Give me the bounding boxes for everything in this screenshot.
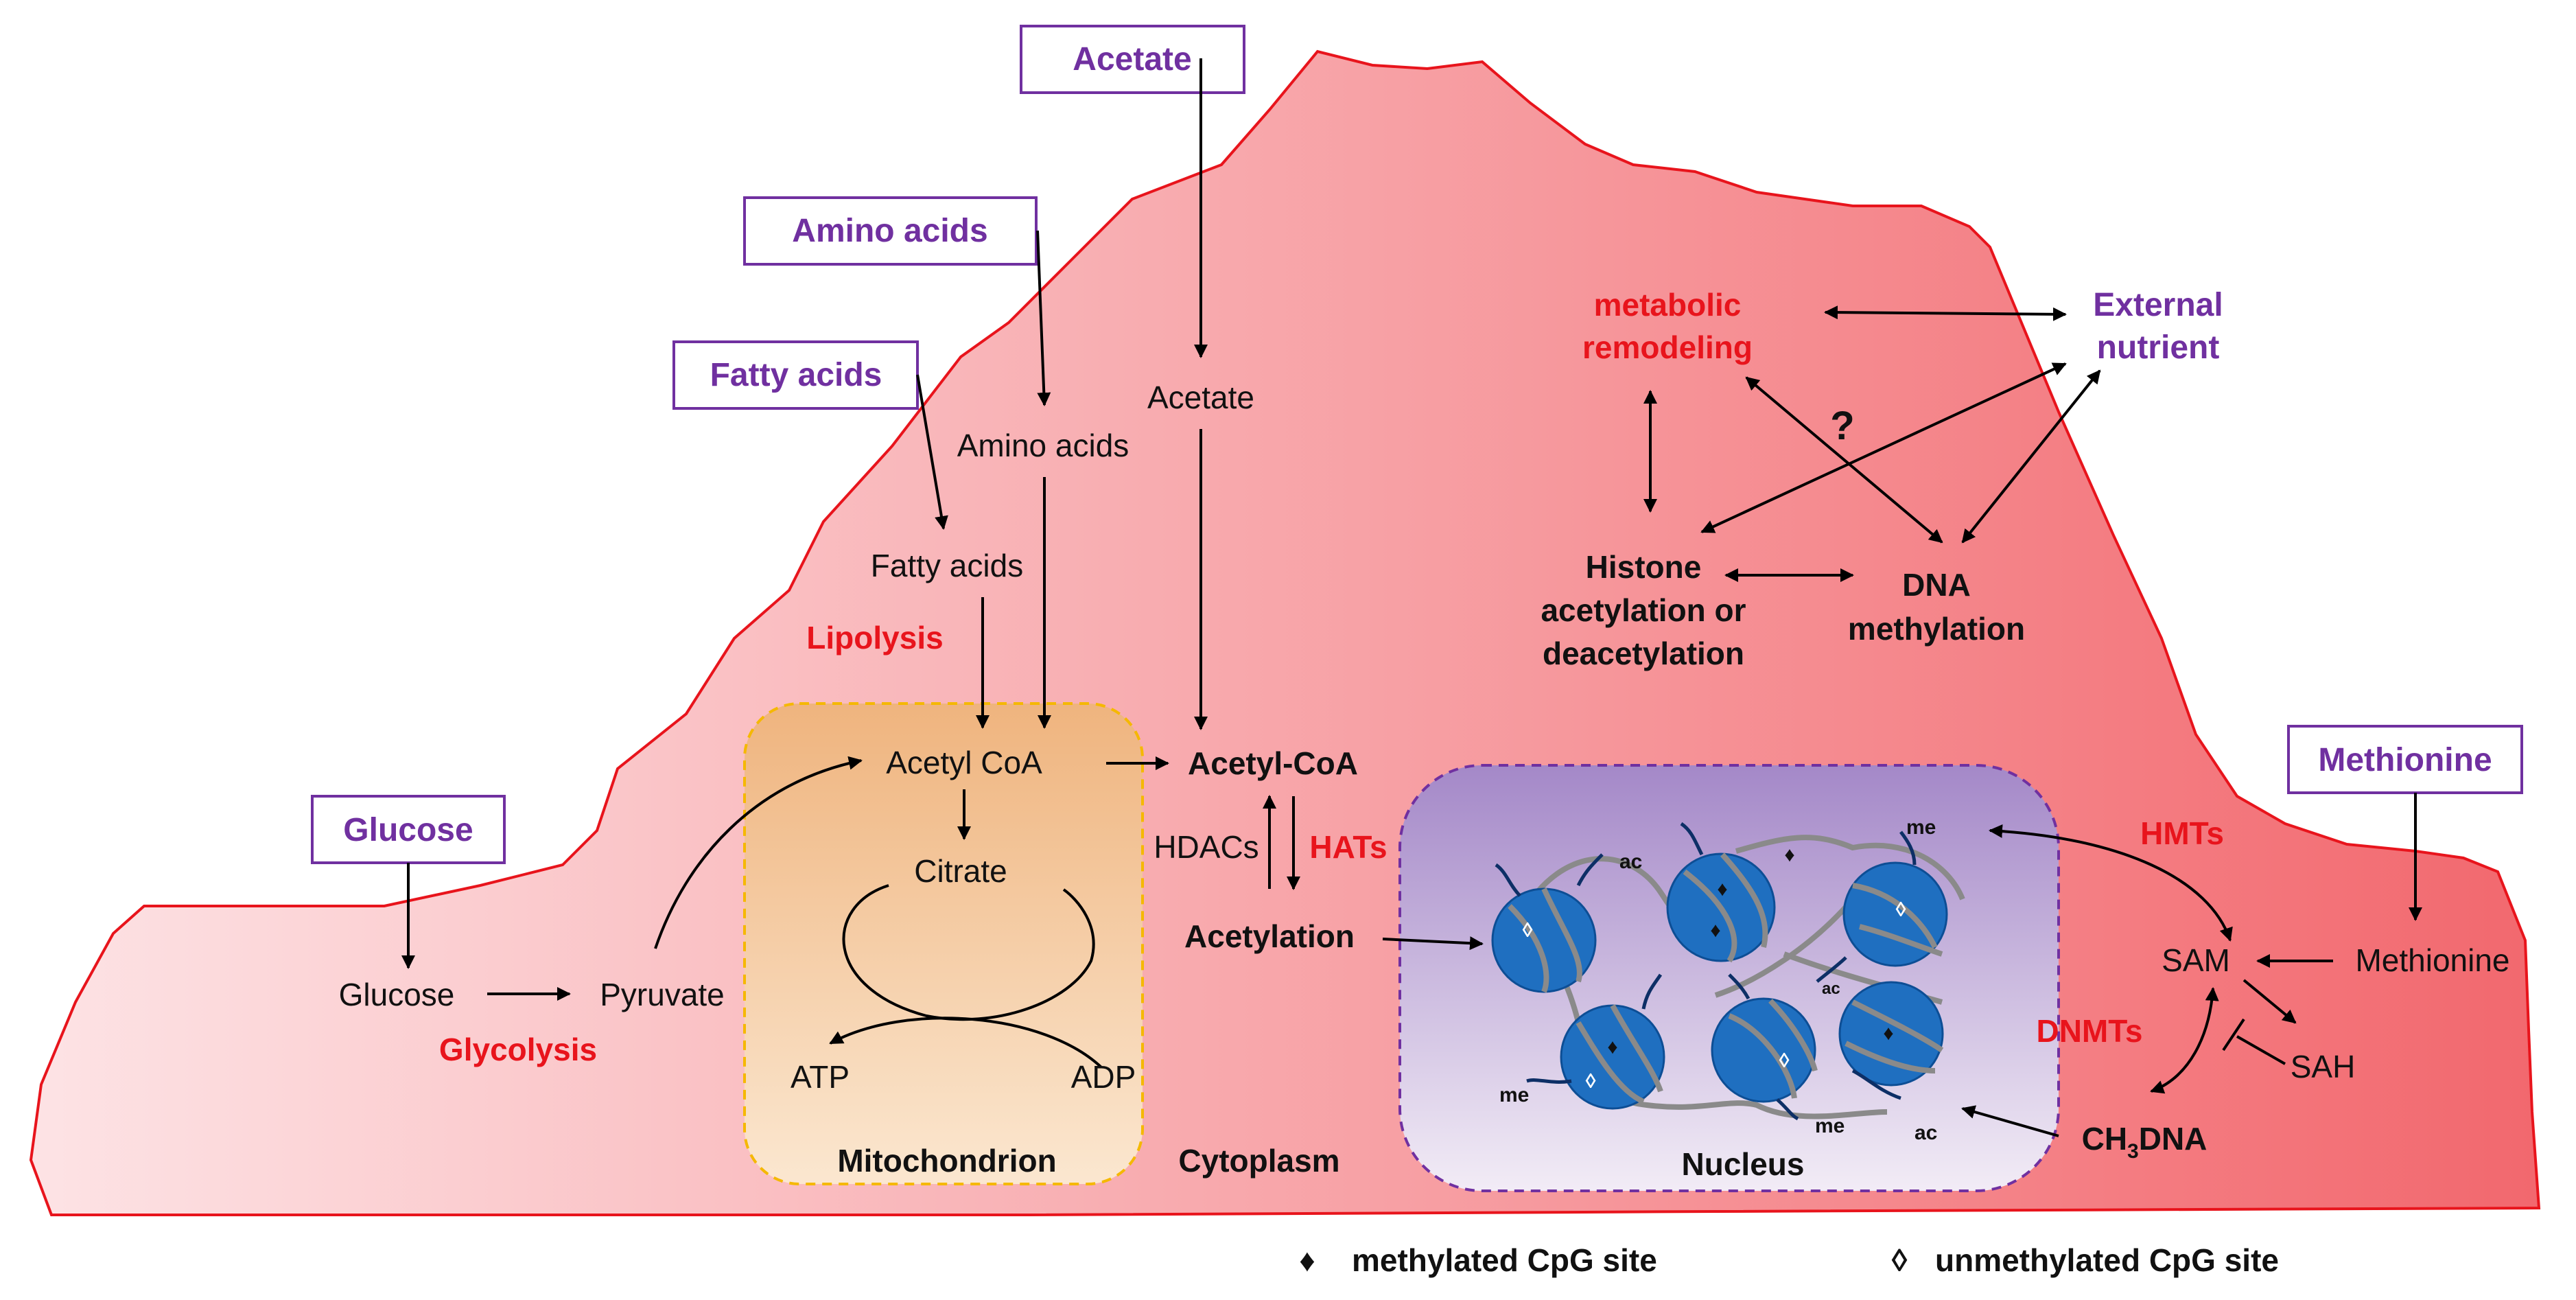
- dna-methylation-line2: methylation: [1848, 611, 2025, 647]
- me-mark: me: [1499, 1084, 1529, 1106]
- arrow-ch3dna-nucleus: [1961, 1105, 2059, 1137]
- cytoplasm-label: Cytoplasm: [1178, 1143, 1339, 1179]
- dna-methylation-line1: DNA: [1902, 567, 1971, 603]
- acetate-source-label: Acetate: [1073, 41, 1191, 78]
- methylated-cpg-marker: ♦: [1710, 919, 1720, 942]
- fatty-acids-label: Fatty acids: [871, 548, 1023, 583]
- acetylation-label: Acetylation: [1184, 918, 1355, 954]
- nucleosome: [1711, 997, 1816, 1103]
- citrate-label: Citrate: [914, 853, 1007, 889]
- external-nutrient-line2: nutrient: [2097, 329, 2220, 366]
- legend-methylated-symbol: ♦: [1299, 1242, 1315, 1278]
- nucleus: [1398, 764, 2060, 1192]
- external-nutrient-line1: External: [2093, 287, 2223, 323]
- arrow-pyruvate-acetylcoa: [654, 756, 863, 949]
- glycolysis-label: Glycolysis: [439, 1032, 597, 1067]
- arrow-sam-hmts: [1989, 824, 2233, 942]
- methionine-source-box: [2287, 725, 2523, 794]
- chromatin: ♦ ♦ ♦ ♦ ♦ ◊ ◊ ◊ ◊ ac me ac me me ac: [1491, 816, 1965, 1144]
- adp-label: ADP: [1071, 1059, 1136, 1095]
- inhibit-sah: [2236, 1035, 2286, 1065]
- atp-label: ATP: [791, 1059, 850, 1095]
- glucose-source-box: [311, 795, 506, 864]
- legend-unmethylated-symbol: ◊: [1892, 1242, 1908, 1278]
- histone-line1: Histone: [1586, 549, 1702, 585]
- arrow-fatty-in: [916, 374, 948, 530]
- metabolic-remodeling-line2: remodeling: [1582, 329, 1753, 365]
- unmethylated-cpg-marker: ◊: [1779, 1049, 1790, 1072]
- tca-cycle-arc-top: [842, 884, 1095, 1021]
- mitochondrion: [743, 702, 1144, 1185]
- acetate-label: Acetate: [1147, 380, 1254, 415]
- unmethylated-cpg-marker: ◊: [1586, 1070, 1596, 1093]
- sah-label: SAH: [2291, 1049, 2356, 1084]
- ch3dna-prefix: CH: [2082, 1121, 2127, 1157]
- arrow-amino-in: [1036, 230, 1051, 406]
- ac-mark: ac: [1915, 1122, 1937, 1144]
- sam-label: SAM: [2162, 942, 2230, 978]
- arrow-adp-atp: [829, 1017, 1103, 1069]
- histone-tail: [1495, 822, 1917, 1121]
- dna-strand: [1534, 835, 1965, 1119]
- cell-membrane: [29, 49, 2541, 1216]
- hdacs-label: HDACs: [1154, 829, 1258, 865]
- arrow-acetylation-nucleus: [1382, 936, 1484, 951]
- dnmts-label: DNMTs: [2036, 1013, 2142, 1049]
- acetate-source-box: [1020, 25, 1245, 94]
- question-mark: ?: [1830, 404, 1854, 448]
- mito-acetyl-coa-label: Acetyl CoA: [886, 745, 1042, 780]
- amino-acids-label: Amino acids: [957, 428, 1129, 463]
- histone-line3: deacetylation: [1543, 636, 1744, 671]
- ch3dna-subscript: 3: [2127, 1140, 2139, 1163]
- ac-mark: ac: [1822, 979, 1840, 998]
- me-mark: me: [1906, 816, 1936, 839]
- unmethylated-cpg-marker: ◊: [1523, 919, 1533, 942]
- methylated-cpg-marker: ♦: [1607, 1036, 1617, 1058]
- ch3dna-suffix: DNA: [2139, 1121, 2208, 1157]
- fatty-acids-source-box: [672, 340, 919, 410]
- me-mark: me: [1815, 1115, 1845, 1137]
- arrow-nutrient-dna: [1961, 369, 2101, 544]
- methylated-cpg-marker: ♦: [1784, 844, 1794, 866]
- arrow-remodeling-nutrient: [1824, 305, 2067, 321]
- glucose-label: Glucose: [339, 977, 455, 1012]
- legend-unmethylated-label: unmethylated CpG site: [1935, 1242, 2279, 1278]
- amino-acids-source-box: [743, 196, 1038, 266]
- nucleus-label: Nucleus: [1682, 1146, 1805, 1182]
- hats-label: HATs: [1309, 829, 1387, 865]
- cyto-acetyl-coa-label: Acetyl-CoA: [1188, 745, 1358, 781]
- amino-acids-source-label: Amino acids: [792, 213, 987, 249]
- histone-line2: acetylation or: [1541, 592, 1746, 628]
- methionine-source-label: Methionine: [2318, 742, 2492, 778]
- legend-methylated-label: methylated CpG site: [1352, 1242, 1657, 1278]
- ac-mark: ac: [1619, 850, 1642, 873]
- methionine-label: Methionine: [2355, 942, 2509, 978]
- unmethylated-cpg-marker: ◊: [1896, 898, 1906, 921]
- lipolysis-label: Lipolysis: [806, 620, 943, 655]
- methylated-cpg-marker: ♦: [1717, 878, 1727, 901]
- arrow-sam-sah: [2243, 979, 2297, 1024]
- methylated-cpg-marker: ♦: [1883, 1022, 1893, 1045]
- mitochondrion-label: Mitochondrion: [837, 1143, 1056, 1179]
- hmts-label: HMTs: [2140, 815, 2224, 851]
- ch3dna-label: CH3DNA: [2082, 1121, 2208, 1163]
- arrow-sam-ch3dna: [2150, 987, 2219, 1094]
- metabolic-remodeling-line1: metabolic: [1594, 287, 1742, 323]
- fatty-acids-source-label: Fatty acids: [710, 357, 882, 393]
- glucose-source-label: Glucose: [343, 812, 473, 848]
- dna-wrap: [1508, 852, 1944, 1104]
- inhibit-sah-bar: [2222, 1018, 2245, 1052]
- pyruvate-label: Pyruvate: [600, 977, 725, 1012]
